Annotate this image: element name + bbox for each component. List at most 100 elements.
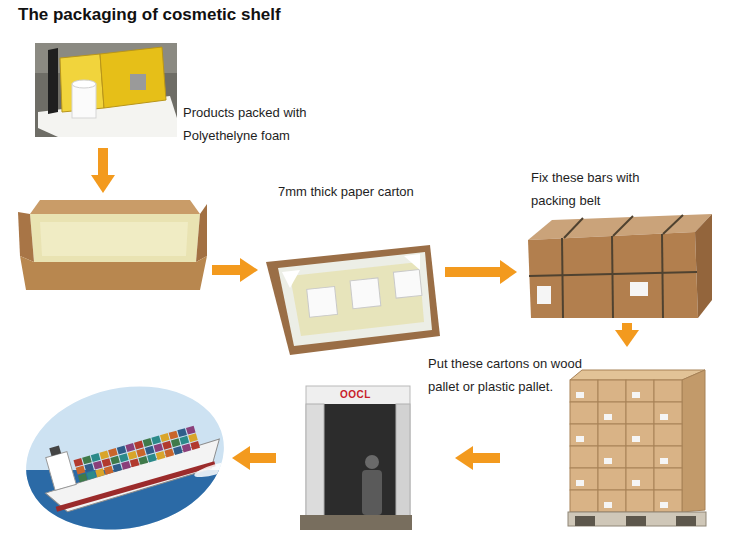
ship-photo-part-part-part (104, 466, 114, 475)
foam-photo-part (48, 48, 58, 114)
wrapped-carton-photo-part (404, 254, 420, 270)
pallet-photo-part-part (598, 380, 626, 402)
ship-photo-part-part-part (125, 443, 135, 452)
ship-photo-part-part (44, 439, 227, 516)
wrapped-carton-photo-part (266, 245, 440, 355)
foam-photo (35, 43, 177, 137)
ship-photo-part-part-part (171, 438, 181, 447)
flow-arrow-part (249, 453, 276, 463)
strapped-carton-photo-part-part (529, 272, 697, 276)
wrapped-carton-photo-part-part (350, 278, 381, 309)
flow-arrow (91, 148, 500, 470)
wrapped-carton-photo (266, 245, 440, 355)
ship-photo-part-part (193, 458, 238, 480)
strapped-carton-photo-part-part (612, 236, 613, 318)
ship-photo-part (34, 400, 238, 521)
ship-photo-part-part-part (102, 458, 112, 467)
wrapped-carton-photo-part (306, 270, 423, 318)
wrapped-carton-photo-part-part (393, 270, 422, 299)
pallet-photo-part-part (570, 446, 598, 468)
ship-photo-part-part-part (173, 446, 183, 455)
ship-photo-part-part-part (93, 461, 103, 470)
ship-photo-part-part-part (78, 473, 88, 482)
ship-photo-part-part-part (73, 458, 83, 467)
pallet-photo-part-part (576, 480, 584, 486)
strapped-carton-photo-part-part (662, 234, 663, 318)
pallet-photo-part-part (660, 414, 668, 420)
open-carton-photo-part (30, 214, 200, 262)
ship-photo-part-part-part (130, 458, 140, 467)
pallet-photo-part-part (570, 468, 598, 490)
ship-photo-part-part (49, 446, 61, 456)
step-caption: Put these cartons on wood pallet or plas… (428, 352, 598, 398)
flow-arrow-part (91, 175, 115, 193)
ship-photo-part-part-part (136, 448, 146, 457)
open-carton-photo-part (30, 200, 200, 214)
ship-photo-part-part (73, 426, 199, 483)
ship-photo-part-part-part (87, 471, 97, 480)
pallet-photo (568, 370, 706, 526)
pallet-photo-part (626, 516, 646, 526)
pallet-photo-part-part (654, 424, 682, 446)
pallet-photo-part-part (570, 380, 598, 402)
container-photo-part (300, 515, 412, 530)
process-step: Fix these bars with packing belt (520, 166, 712, 320)
pallet-photo-part-part (598, 490, 626, 512)
ship-photo-part-part-part (147, 453, 157, 462)
pallet-photo-part-part (632, 480, 640, 486)
process-step: Products packed with Polyethelyne foam (35, 43, 335, 149)
pallet-photo-part-part (632, 392, 640, 398)
open-carton-photo-part (196, 204, 207, 262)
ship-photo-part-part-part (182, 444, 192, 453)
pallet-photo-part-part (576, 392, 584, 398)
strapped-carton-photo-part-part (564, 218, 583, 238)
container-photo (300, 386, 412, 530)
foam-photo-part (72, 80, 96, 88)
flow-arrow (622, 323, 632, 330)
ship-photo-part-part-part (110, 456, 120, 465)
foam-photo-part (35, 43, 177, 137)
flow-arrow (445, 267, 500, 277)
strapped-carton-photo-part (528, 232, 698, 318)
pallet-photo-part-part (660, 502, 668, 508)
step-caption: 7mm thick paper carton (278, 180, 440, 203)
strapped-carton-photo-part (695, 214, 712, 318)
ship-photo-part-part-part (151, 436, 161, 445)
ship-photo-part-part-part (84, 463, 94, 472)
flow-arrow-part (98, 148, 108, 176)
open-carton-photo-part (20, 256, 207, 290)
open-carton-photo-part (18, 212, 34, 262)
pallet-photo-part-part (660, 458, 668, 464)
ship-photo-part-part-part (188, 433, 198, 442)
ship-photo-part-part-part (117, 446, 127, 455)
container-logo: OOCL (340, 389, 371, 400)
strapped-carton-photo-part (529, 215, 697, 318)
wrapped-carton-photo-part (278, 252, 432, 346)
container-photo-part (365, 455, 379, 469)
pallet-photo-part-part (626, 402, 654, 424)
foam-photo-part (72, 84, 96, 118)
ship-photo-part-part-part (190, 441, 200, 450)
ship-photo-part-part-part (186, 426, 196, 435)
ship-photo-part-part-part (91, 453, 101, 462)
pallet-photo-part-part (654, 490, 682, 512)
pallet-photo-part-part (654, 468, 682, 490)
process-step: Put these cartons on wood pallet or plas… (425, 350, 707, 530)
flow-arrow-part (240, 258, 258, 282)
open-carton-photo-part (40, 222, 188, 256)
ship-photo-part-part-part (169, 431, 179, 440)
foam-photo-part (130, 74, 146, 90)
ship-photo-part-part-part (108, 448, 118, 457)
pallet-photo-part-part (626, 468, 654, 490)
ship-photo-part-part-part (156, 451, 166, 460)
ship-photo-part-part-part (119, 453, 129, 462)
pallet-photo-part-part (570, 402, 598, 424)
ship-photo-part-part-part (164, 448, 174, 457)
ship-photo-part-part-part (95, 468, 105, 477)
strapped-carton-photo-part-part (613, 216, 633, 236)
wrapped-carton-photo-part (290, 262, 424, 336)
pallet-photo-part-part (570, 490, 598, 512)
strapped-carton-photo (528, 214, 712, 318)
pallet-photo-part-part (576, 436, 584, 442)
